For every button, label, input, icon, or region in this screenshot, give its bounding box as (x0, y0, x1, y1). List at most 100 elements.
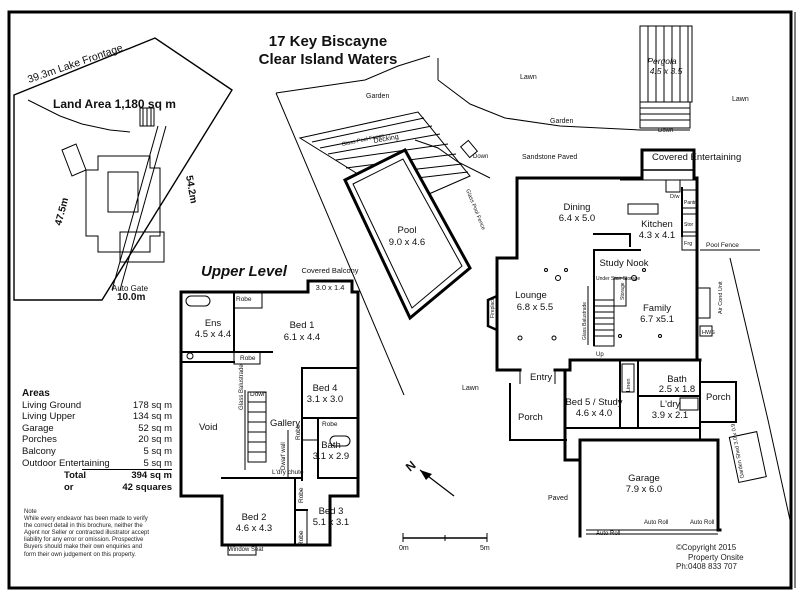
label-frg: Frg (684, 241, 692, 247)
areas-divider (82, 469, 172, 471)
label-garden: Garden (366, 93, 389, 100)
note-text: While every endeavor has been made to ve… (24, 516, 150, 558)
copyright-line: ©Copyright 2015 (676, 543, 737, 552)
label-sandstone: Sandstone Paved (522, 154, 577, 161)
ground-room-covered-ent: Covered Entertaining (652, 152, 741, 163)
areas-row: Porches 20 sq m (22, 434, 172, 446)
scale-bar (402, 533, 488, 542)
areas-row-value: 134 sq m (132, 411, 172, 423)
upper-room-bed3-name: Bed 3 (319, 506, 344, 517)
ground-room-pergola-size: 4.5 x 3.5 (650, 66, 683, 76)
upper-ldry-chute: L'dry chute (272, 469, 304, 476)
page-border (7, 10, 793, 590)
areas-row-label: Balcony (22, 445, 56, 457)
label-under-stair: Under Stair Storage (596, 276, 640, 282)
label-porch-right: Porch (706, 392, 731, 403)
site-dim-bottom: 10.0m (117, 292, 145, 303)
upper-room-ens-name: Ens (205, 318, 222, 329)
upper-void-label: Void (199, 422, 218, 433)
upper-glass-balustrade: Glass Balustrade (239, 364, 245, 410)
label-lawn: Lawn (520, 74, 537, 81)
label-lawn: Lawn (462, 385, 479, 392)
upper-gallery-label: Gallery (270, 418, 300, 429)
label-auto-roll: Auto Roll (644, 520, 668, 526)
ground-room-bed5-name: Bed 5 / Study (565, 397, 622, 408)
upper-room-balcony-name: Covered Balcony (301, 266, 358, 275)
label-pool-fence: Pool Fence (706, 242, 739, 249)
site-plan (13, 37, 233, 301)
upper-room-ens-size: 4.5 x 4.4 (195, 329, 231, 340)
ground-boundary (275, 55, 791, 521)
site-dim-left: 47.5m (53, 196, 71, 226)
areas-squares-value: 42 squares (122, 481, 172, 493)
site-dim-right: 54.2m (183, 175, 199, 205)
label-porch-left: Porch (518, 412, 543, 423)
areas-row-value: 178 sq m (132, 399, 172, 411)
label-dw: D/w (670, 194, 680, 200)
label-lawn: Lawn (732, 96, 749, 103)
page-subtitle: Clear Island Waters (259, 51, 398, 68)
upper-window-seat: Window Seat (228, 547, 264, 553)
areas-or-label: or (64, 481, 74, 493)
label-auto-roll: Auto Roll (596, 531, 620, 537)
label-glass-pool-fence: Glass Pool Fence (464, 189, 486, 232)
upper-robe-label: Robe (295, 424, 302, 440)
areas-row-label: Porches (22, 434, 57, 446)
areas-row-label: Living Upper (22, 411, 76, 423)
upper-stair-down: Down (250, 391, 267, 398)
north-arrow (419, 469, 455, 497)
site-frontage-label: 39.3m Lake Frontage (26, 42, 124, 86)
areas-heading: Areas (22, 388, 50, 399)
furniture-markers (517, 268, 662, 341)
site-auto-gate: Auto Gate (112, 284, 149, 293)
areas-table: Areas Living Ground 178 sq m Living Upper… (22, 388, 172, 493)
ground-room-lounge-size: 6.8 x 5.5 (517, 302, 553, 313)
areas-row-label: Garage (22, 422, 54, 434)
ground-room-ldry-name: L'dry (660, 399, 681, 410)
label-up: Up (596, 352, 604, 358)
areas-row-value: 5 sq m (143, 445, 172, 457)
upper-room-balcony-size: 3.0 x 1.4 (316, 283, 345, 292)
ground-room-family-size: 6.7 x5.1 (640, 314, 674, 325)
ground-room-lounge-name: Lounge (515, 290, 547, 301)
ground-level-walls (486, 148, 767, 538)
areas-total-value: 394 sq m (131, 470, 172, 482)
ground-room-bath-name: Bath (667, 374, 687, 385)
ground-room-pool-size: 9.0 x 4.6 (389, 237, 425, 248)
north-label: N (403, 458, 419, 474)
upper-dwarf-wall: Dwarf wall (281, 442, 287, 470)
areas-row-value: 20 sq m (138, 434, 172, 446)
upper-room-bed2-size: 4.6 x 4.3 (236, 523, 272, 534)
upper-room-bed1-name: Bed 1 (290, 320, 315, 331)
upper-room-bath-size: 3.1 x 2.9 (313, 451, 349, 462)
upper-level-walls (179, 279, 360, 556)
site-land-area: Land Area 1,180 sq m (53, 97, 176, 111)
pergola (639, 25, 693, 129)
ground-room-garage-size: 7.9 x 6.0 (626, 484, 662, 495)
ground-room-bed5-size: 4.6 x 4.0 (576, 408, 612, 419)
areas-row: Living Ground 178 sq m (22, 400, 172, 412)
upper-level-heading: Upper Level (201, 263, 288, 280)
areas-row-label: Outdoor Entertaining (22, 457, 110, 469)
ground-room-bath-size: 2.5 x 1.8 (659, 384, 695, 395)
label-fireplace: Fireplace (490, 297, 496, 318)
ground-room-garage-name: Garage (628, 473, 660, 484)
copyright-block: ©Copyright 2015 Property Onsite Ph:0408 … (676, 543, 744, 572)
label-hws: HWS (702, 330, 715, 336)
label-linen: Linen (626, 379, 632, 392)
ground-room-kitchen-size: 4.3 x 4.1 (639, 230, 675, 241)
areas-row-label: Living Ground (22, 399, 82, 411)
label-garden: Garden (550, 118, 573, 125)
upper-room-bed4-size: 3.1 x 3.0 (307, 394, 343, 405)
scale-label-0: 0m (399, 545, 409, 552)
label-garden-shed: Garden Shed 3.0 x 0.9 (730, 423, 746, 479)
ground-room-family-name: Family (643, 303, 671, 314)
pool-outline (343, 148, 472, 321)
upper-robe-label: Robe (298, 487, 305, 503)
page-title: 17 Key Biscayne (269, 33, 387, 50)
upper-room-bed3-size: 5.1 x 3.1 (313, 517, 349, 528)
